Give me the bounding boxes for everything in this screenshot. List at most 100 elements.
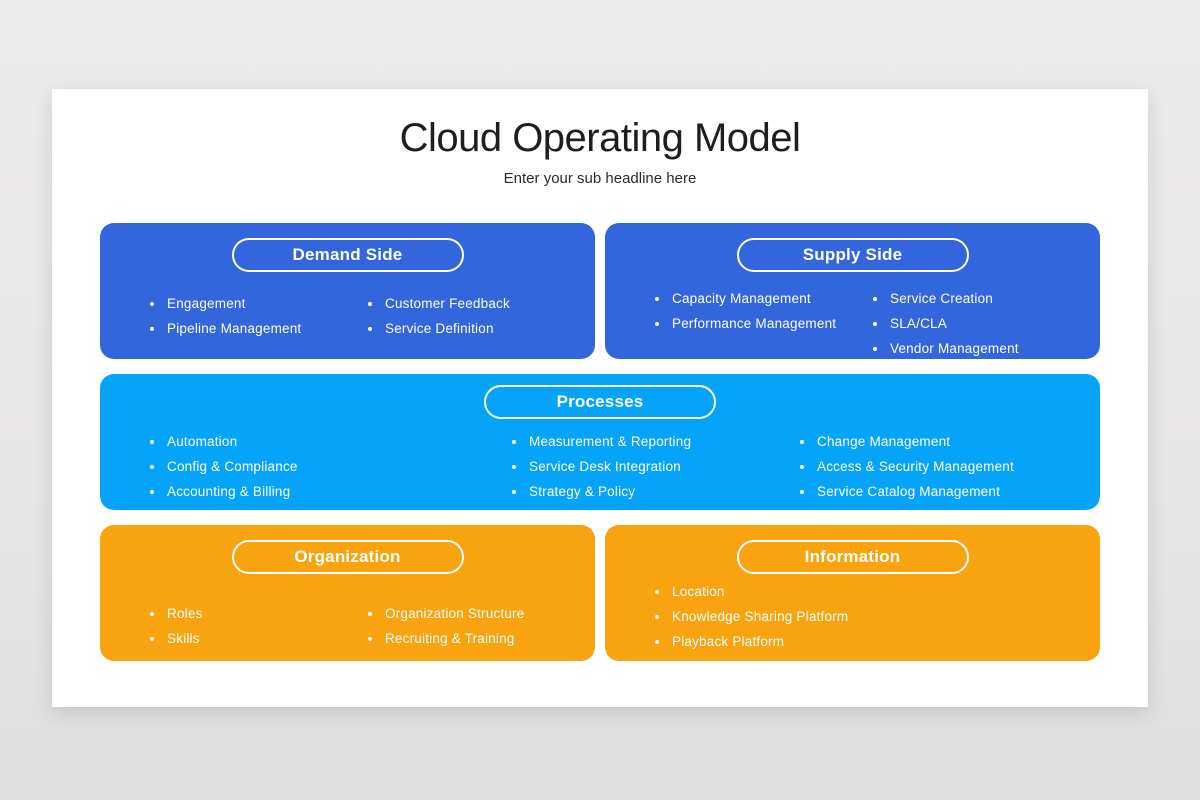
list-column: Customer Feedback Service Definition — [368, 291, 510, 341]
list-item-label: Config & Compliance — [167, 459, 298, 474]
bullet-icon — [655, 614, 659, 619]
list-item-label: Engagement — [167, 296, 246, 311]
list-column: Location Knowledge Sharing Platform Play… — [655, 579, 848, 654]
list-item: Skills — [150, 626, 368, 651]
list-item: Customer Feedback — [368, 291, 510, 316]
bullet-icon — [512, 439, 516, 444]
bullet-icon — [150, 464, 154, 469]
list-column: Organization Structure Recruiting & Trai… — [368, 601, 524, 651]
list-column: Measurement & Reporting Service Desk Int… — [512, 429, 800, 504]
bullet-icon — [368, 636, 372, 641]
list-column: Automation Config & Compliance Accountin… — [150, 429, 512, 504]
bullet-icon — [655, 639, 659, 644]
list-item-label: Skills — [167, 631, 200, 646]
list-item: Engagement — [150, 291, 368, 316]
supply-side-list: Capacity Management Performance Manageme… — [605, 286, 1100, 359]
list-item: Location — [655, 579, 848, 604]
bullet-icon — [800, 489, 804, 494]
supply-side-title-pill: Supply Side — [736, 238, 969, 272]
list-item-label: Vendor Management — [890, 341, 1019, 356]
bullet-icon — [512, 489, 516, 494]
bullet-icon — [150, 301, 154, 306]
section-title: Supply Side — [802, 245, 903, 264]
list-item: Vendor Management — [873, 336, 1019, 359]
slide-card: Cloud Operating Model Enter your sub hea… — [52, 89, 1148, 707]
list-item-label: Access & Security Management — [817, 459, 1014, 474]
list-item: Accounting & Billing — [150, 479, 512, 504]
list-item: Measurement & Reporting — [512, 429, 800, 454]
section-organization: Organization Roles Skills Organization S… — [100, 525, 595, 661]
list-item: Pipeline Management — [150, 316, 368, 341]
list-item-label: Capacity Management — [672, 291, 811, 306]
list-item-label: Automation — [167, 434, 238, 449]
information-title-pill: Information — [736, 540, 969, 574]
list-item-label: Recruiting & Training — [385, 631, 515, 646]
page-subtitle: Enter your sub headline here — [503, 170, 697, 187]
list-item-label: Accounting & Billing — [167, 484, 291, 499]
section-demand-side: Demand Side Engagement Pipeline Manageme… — [100, 223, 595, 359]
list-item-label: Service Catalog Management — [817, 484, 1001, 499]
row-bottom: Organization Roles Skills Organization S… — [100, 525, 1100, 661]
list-column: Capacity Management Performance Manageme… — [655, 286, 873, 359]
list-item: Performance Management — [655, 311, 873, 336]
list-item-label: Organization Structure — [385, 606, 525, 621]
list-column: Engagement Pipeline Management — [150, 291, 368, 341]
list-item-label: Service Desk Integration — [529, 459, 681, 474]
section-processes: Processes Automation Config & Compliance… — [100, 374, 1100, 510]
bullet-icon — [873, 296, 877, 301]
section-supply-side: Supply Side Capacity Management Performa… — [605, 223, 1100, 359]
bullet-icon — [150, 326, 154, 331]
list-item: Service Catalog Management — [800, 479, 1014, 504]
list-item: Change Management — [800, 429, 1014, 454]
list-item: Capacity Management — [655, 286, 873, 311]
processes-list: Automation Config & Compliance Accountin… — [100, 429, 1100, 504]
list-item-label: Strategy & Policy — [529, 484, 636, 499]
bullet-icon — [655, 321, 659, 326]
list-item: Playback Platform — [655, 629, 848, 654]
bullet-icon — [873, 321, 877, 326]
list-item: Access & Security Management — [800, 454, 1014, 479]
list-item-label: SLA/CLA — [890, 316, 947, 331]
list-item-label: Playback Platform — [672, 634, 785, 649]
bullet-icon — [655, 589, 659, 594]
list-item: Automation — [150, 429, 512, 454]
bullet-icon — [800, 464, 804, 469]
list-item-label: Measurement & Reporting — [529, 434, 692, 449]
organization-list: Roles Skills Organization Structure Recr… — [100, 601, 595, 651]
processes-title-pill: Processes — [484, 385, 716, 419]
list-item-label: Location — [672, 584, 725, 599]
list-item-label: Pipeline Management — [167, 321, 302, 336]
bullet-icon — [368, 611, 372, 616]
section-title: Processes — [556, 392, 644, 411]
diagram-rows: Demand Side Engagement Pipeline Manageme… — [100, 223, 1100, 661]
section-title: Demand Side — [292, 245, 403, 264]
row-top: Demand Side Engagement Pipeline Manageme… — [100, 223, 1100, 359]
list-item: Roles — [150, 601, 368, 626]
list-item-label: Service Definition — [385, 321, 494, 336]
list-item: Knowledge Sharing Platform — [655, 604, 848, 629]
list-item: SLA/CLA — [873, 311, 1019, 336]
list-item-label: Customer Feedback — [385, 296, 510, 311]
page-title: Cloud Operating Model — [399, 116, 801, 160]
list-item-label: Roles — [167, 606, 203, 621]
list-column: Change Management Access & Security Mana… — [800, 429, 1014, 504]
section-information: Information Location Knowledge Sharing P… — [605, 525, 1100, 661]
list-item-label: Knowledge Sharing Platform — [672, 609, 849, 624]
section-title: Information — [804, 547, 901, 566]
list-column: Service Creation SLA/CLA Vendor Manageme… — [873, 286, 1019, 359]
list-item: Service Creation — [873, 286, 1019, 311]
list-item: Service Desk Integration — [512, 454, 800, 479]
bullet-icon — [150, 636, 154, 641]
bullet-icon — [800, 439, 804, 444]
bullet-icon — [368, 326, 372, 331]
bullet-icon — [150, 439, 154, 444]
list-item: Strategy & Policy — [512, 479, 800, 504]
list-item-label: Change Management — [817, 434, 951, 449]
list-item: Organization Structure — [368, 601, 524, 626]
organization-title-pill: Organization — [231, 540, 464, 574]
list-item: Service Definition — [368, 316, 510, 341]
row-middle: Processes Automation Config & Compliance… — [100, 374, 1100, 510]
list-item: Recruiting & Training — [368, 626, 524, 651]
list-item-label: Service Creation — [890, 291, 993, 306]
